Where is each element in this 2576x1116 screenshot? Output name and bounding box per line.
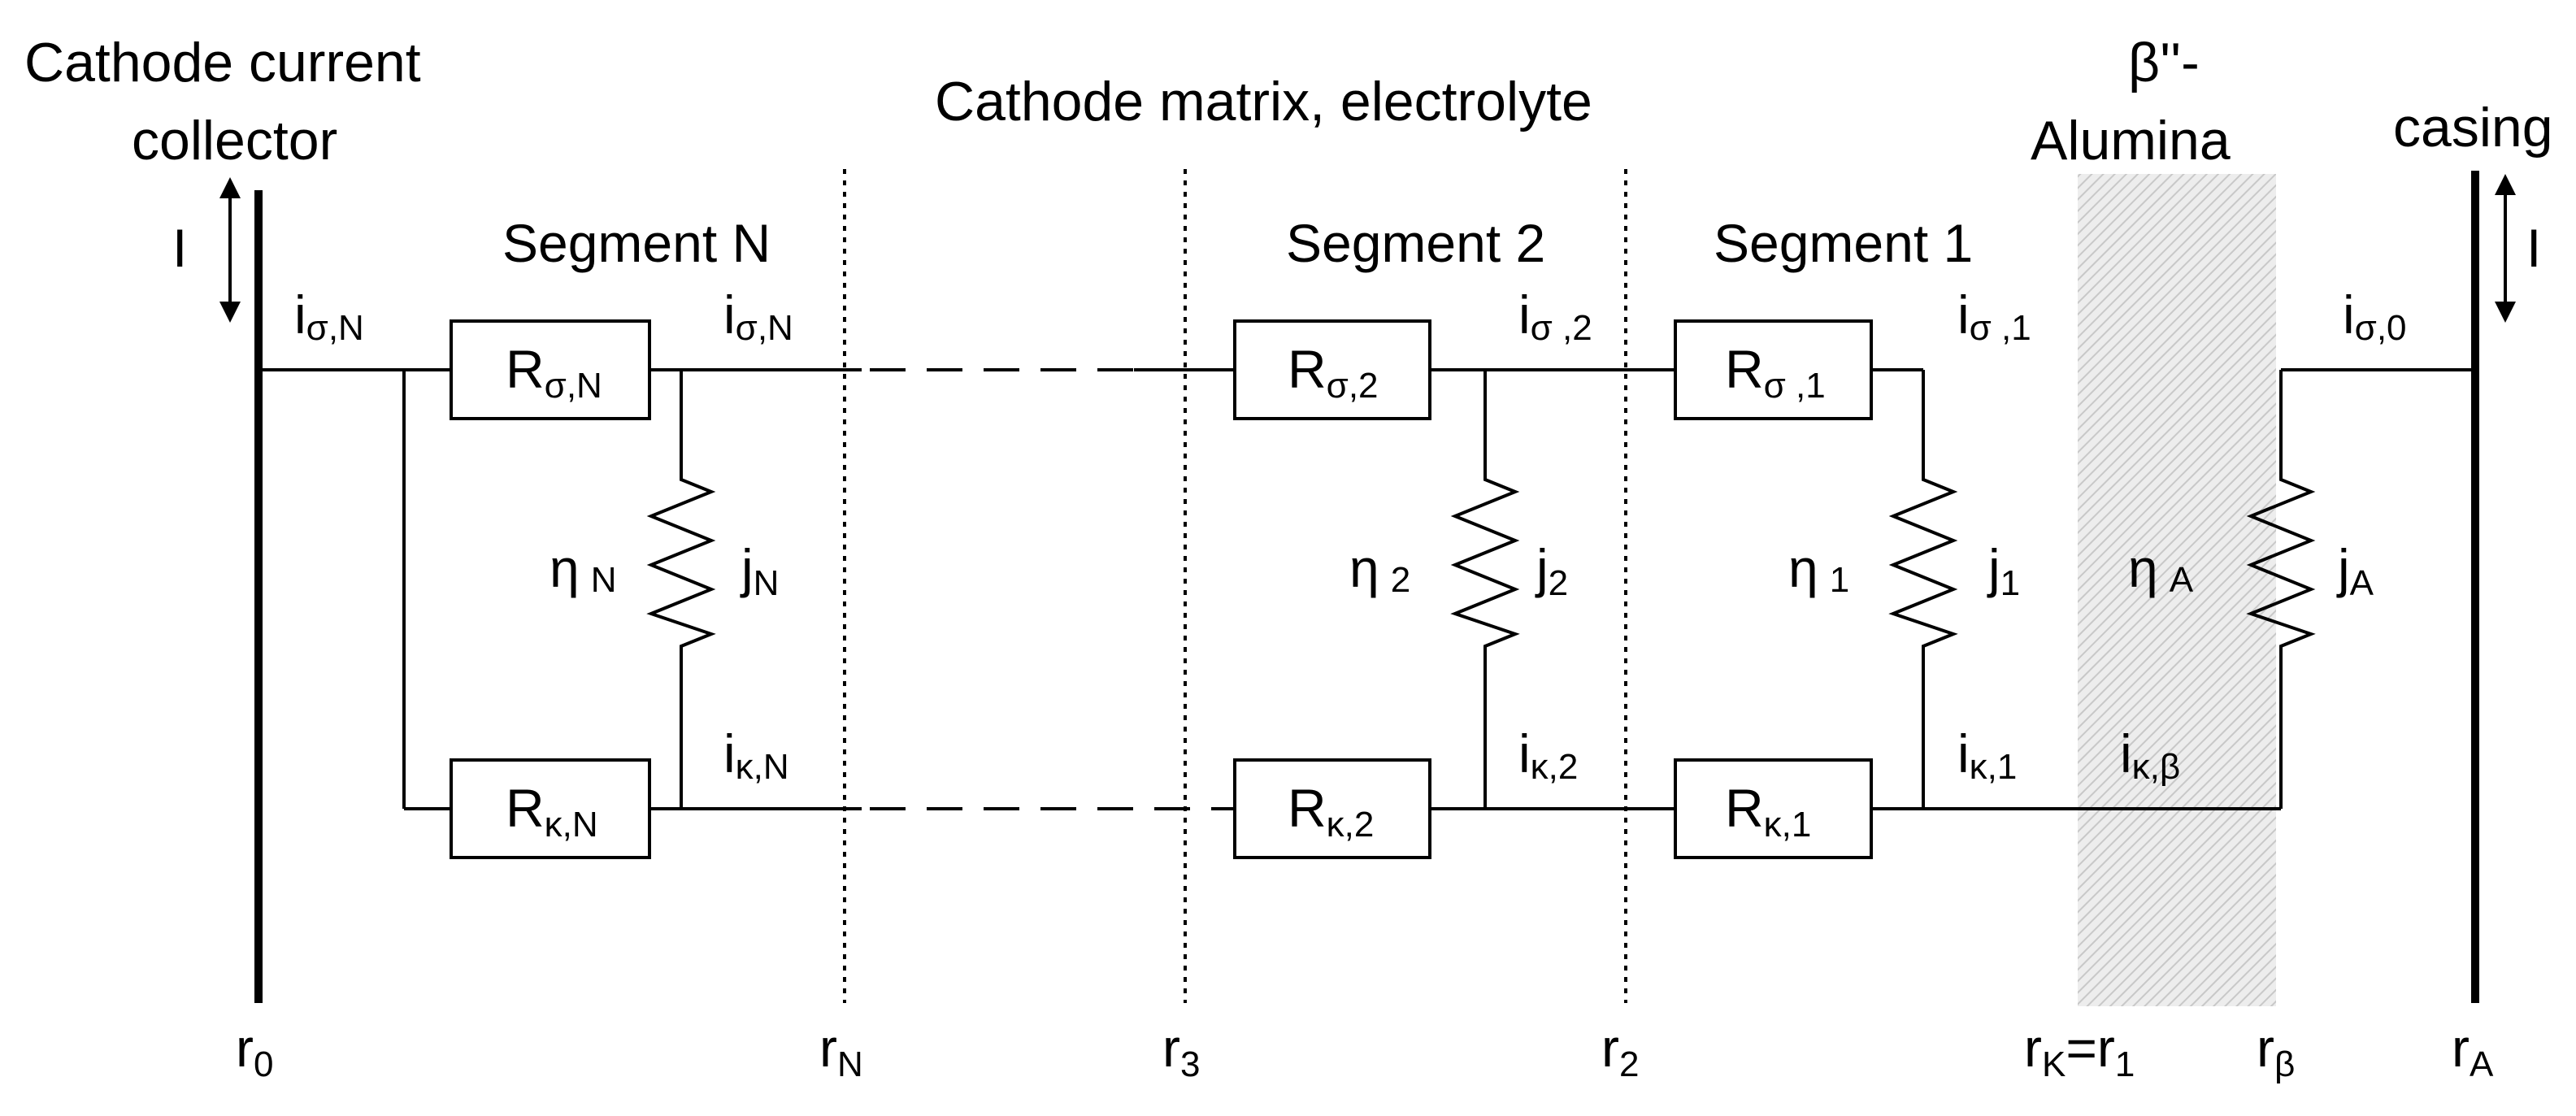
current-label: iκ,1 — [1957, 723, 2017, 787]
resistor-label: Rσ ,1 — [1725, 339, 1826, 406]
resistor-label: Rκ,1 — [1725, 778, 1811, 845]
current-symbol-left: I — [172, 218, 187, 278]
segment-title-n: Segment N — [502, 213, 771, 273]
current-density-label: j1 — [1987, 538, 2020, 603]
current-label: iσ,N — [723, 284, 793, 348]
resistor-kappa-n — [450, 758, 651, 859]
heading-matrix: Cathode matrix, electrolyte — [935, 71, 1592, 132]
current-label: iκ,β — [2120, 723, 2180, 787]
zigzag-a — [2246, 370, 2316, 809]
current-density-label: jN — [740, 538, 779, 603]
zigzag-2 — [1450, 370, 1520, 809]
current-label: iσ ,1 — [1957, 284, 2031, 348]
heading-cathode-collector: collector — [132, 110, 337, 172]
zigzag-1 — [1888, 370, 1958, 809]
current-label: iσ,0 — [2343, 284, 2407, 348]
radius-label: rN — [819, 1018, 863, 1084]
resistor-label: Rσ,2 — [1288, 339, 1379, 406]
radius-label: rβ — [2257, 1018, 2295, 1084]
heading-beta-alumina: Alumina — [2031, 110, 2231, 172]
resistor-label: Rκ,N — [506, 778, 598, 845]
resistor-kappa-1 — [1674, 758, 1873, 859]
current-density-label: j2 — [1535, 538, 1568, 603]
zigzag-n — [646, 370, 716, 809]
radius-label: r3 — [1162, 1018, 1200, 1084]
radius-label: rK=r1 — [2024, 1018, 2135, 1084]
resistor-label: Rκ,2 — [1288, 778, 1374, 845]
resistor-label: Rσ,N — [506, 339, 602, 406]
current-label: iσ ,2 — [1518, 284, 1592, 348]
current-arrow-left — [219, 177, 241, 323]
resistor-kappa-2 — [1233, 758, 1431, 859]
current-label: iκ,2 — [1518, 723, 1578, 787]
radius-label: r2 — [1601, 1018, 1639, 1084]
current-density-label: jA — [2336, 538, 2374, 603]
heading-cathode-collector: Cathode current — [24, 32, 421, 93]
radius-label: r0 — [236, 1018, 273, 1084]
current-arrow-right — [2495, 174, 2516, 323]
heading-beta-alumina: β''- — [2128, 32, 2200, 93]
current-label: iσ,N — [294, 284, 364, 348]
resistor-sigma-n — [450, 319, 651, 420]
resistor-sigma-1 — [1674, 319, 1873, 420]
heading-casing: casing — [2393, 97, 2553, 158]
resistor-sigma-2 — [1233, 319, 1431, 420]
beta-alumina-region — [2078, 174, 2276, 1006]
segment-title-2: Segment 2 — [1286, 213, 1545, 273]
radius-label: rA — [2452, 1018, 2494, 1084]
current-label: iκ,N — [723, 723, 789, 787]
segment-title-1: Segment 1 — [1714, 213, 1973, 273]
current-symbol-right: I — [2526, 218, 2541, 278]
